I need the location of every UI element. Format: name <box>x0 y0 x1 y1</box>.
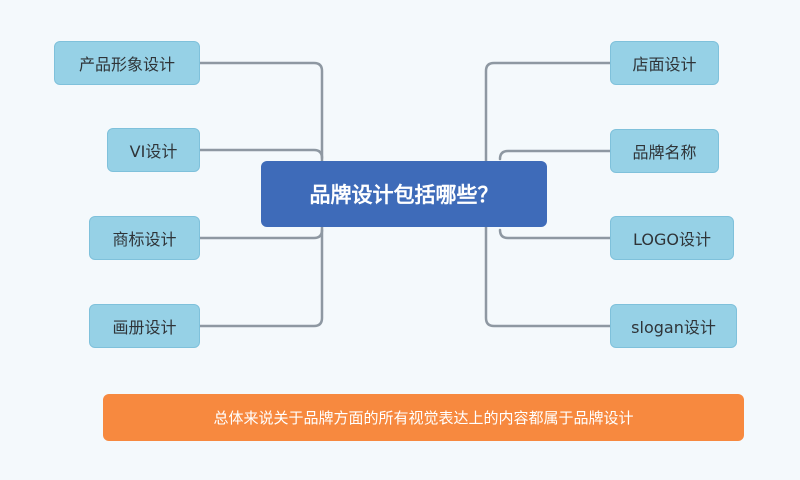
right-connector-2 <box>498 149 612 161</box>
node-trademark-design: 商标设计 <box>89 216 200 260</box>
right-connector-3 <box>498 228 612 240</box>
left-connector-3 <box>198 228 324 240</box>
left-connector-2 <box>198 148 324 160</box>
node-slogan-design: slogan设计 <box>610 304 737 348</box>
node-storefront-design: 店面设计 <box>610 41 719 85</box>
node-vi-design: VI设计 <box>107 128 200 172</box>
node-product-image-design: 产品形象设计 <box>54 41 200 85</box>
node-brochure-design: 画册设计 <box>89 304 200 348</box>
node-brand-name: 品牌名称 <box>610 129 719 173</box>
node-logo-design: LOGO设计 <box>610 216 734 260</box>
summary-bar: 总体来说关于品牌方面的所有视觉表达上的内容都属于品牌设计 <box>103 394 744 441</box>
center-node-title: 品牌设计包括哪些？ <box>261 161 547 227</box>
